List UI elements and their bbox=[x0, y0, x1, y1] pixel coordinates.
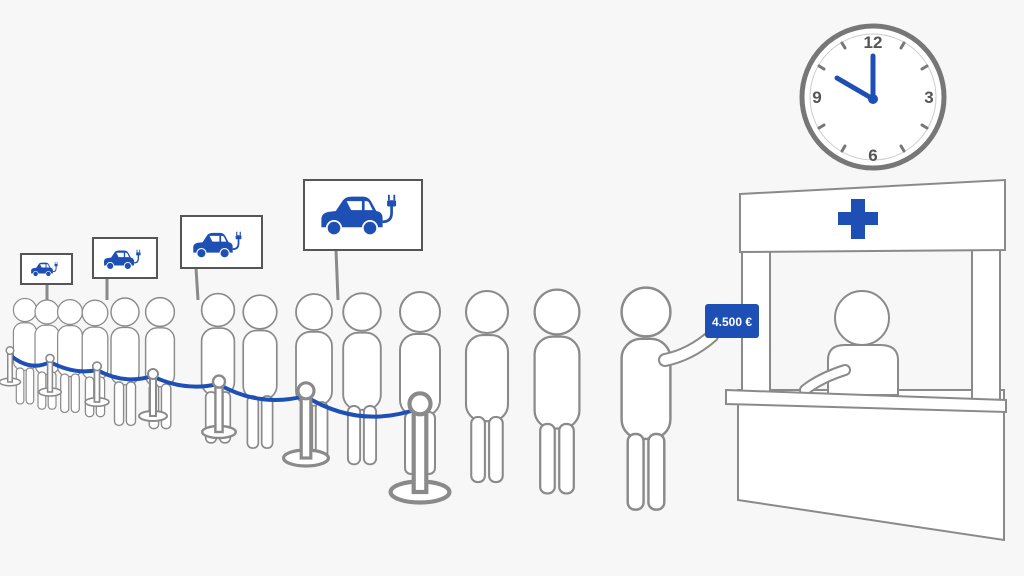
clock-numeral-9: 9 bbox=[812, 88, 821, 107]
wall-clock-icon: 12 3 6 9 bbox=[799, 23, 947, 171]
protest-sign bbox=[180, 215, 263, 269]
booth-counter-front bbox=[737, 389, 1005, 542]
clock-numeral-3: 3 bbox=[924, 88, 933, 107]
clock-numeral-12: 12 bbox=[864, 33, 883, 52]
queue-person bbox=[56, 298, 84, 414]
price-card: 4.500 € bbox=[705, 304, 759, 338]
queue-person bbox=[533, 288, 581, 495]
booth-counter-top bbox=[725, 388, 1007, 414]
protest-sign bbox=[303, 179, 423, 251]
booth-right-pillar bbox=[971, 249, 1001, 411]
protest-sign bbox=[92, 237, 158, 279]
queue-person bbox=[110, 297, 140, 427]
queue-person bbox=[12, 297, 38, 405]
queue-rope bbox=[0, 346, 450, 503]
clock-numeral-6: 6 bbox=[868, 146, 877, 165]
queue-person bbox=[464, 289, 510, 484]
queue-person bbox=[342, 292, 382, 466]
stanchion-post bbox=[391, 393, 450, 502]
front-person bbox=[620, 286, 719, 511]
queue bbox=[12, 249, 719, 511]
booth bbox=[725, 178, 1007, 542]
queue-person bbox=[242, 294, 278, 449]
booth-clerk bbox=[799, 290, 899, 396]
protest-sign bbox=[20, 253, 73, 285]
medical-cross-icon bbox=[838, 199, 878, 239]
clock-hour-hand bbox=[834, 75, 876, 102]
price-card-label: 4.500 € bbox=[712, 315, 752, 329]
